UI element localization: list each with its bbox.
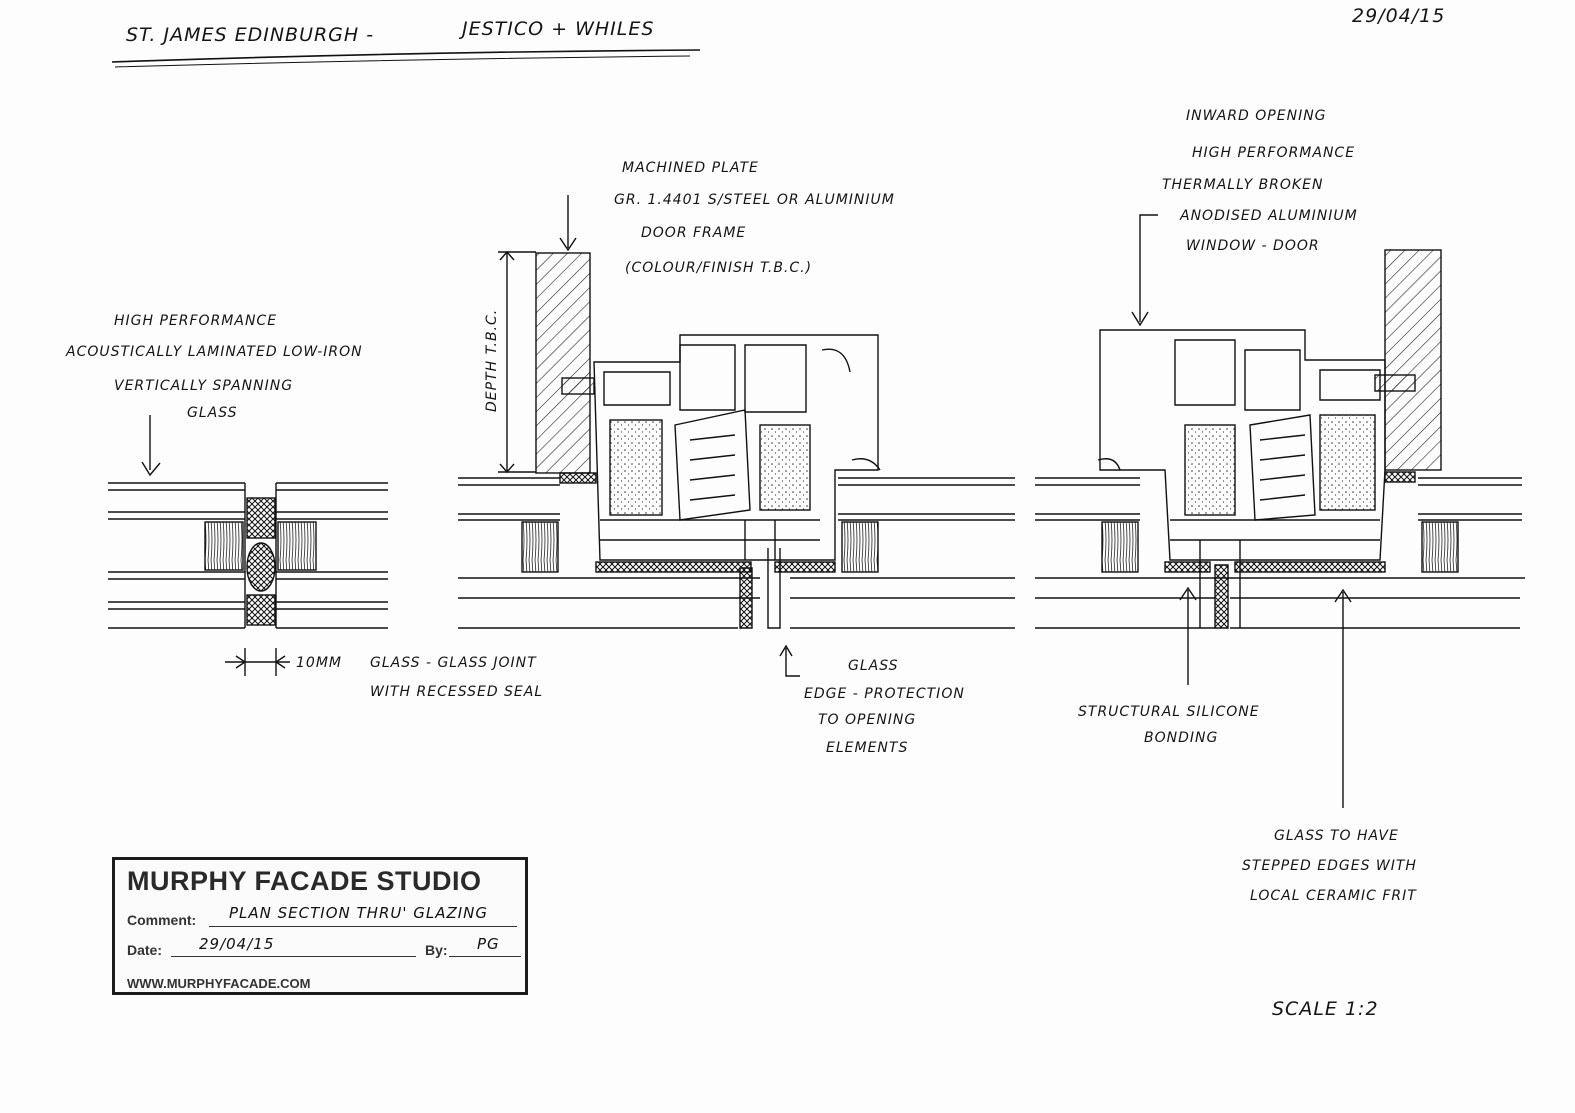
scale-label: SCALE 1:2 [1272,998,1379,1020]
title-underline [111,49,701,63]
edge-note-line: TO OPENING [818,712,917,728]
glass-note-line: ACOUSTICALLY LAMINATED LOW-IRON [66,344,363,360]
date-value: 29/04/15 [199,935,275,953]
plate-note-line: MACHINED PLATE [622,160,759,176]
joint-dimension: 10MM [296,655,342,671]
window-note-line: WINDOW - DOOR [1186,238,1320,254]
joint-note-line: GLASS - GLASS JOINT [370,655,537,671]
plate-note-line: (COLOUR/FINISH T.B.C.) [625,260,813,276]
comment-label: Comment: [127,912,197,928]
plate-note-line: GR. 1.4401 S/STEEL OR ALUMINIUM [614,192,895,208]
edge-note-line: ELEMENTS [826,740,909,756]
depth-label: DEPTH T.B.C. [484,308,500,412]
edge-note-line: EDGE - PROTECTION [804,686,965,702]
detail-door-frame [458,195,1015,677]
company-name: MURPHY FACADE STUDIO [127,866,482,896]
glass-note-line: GLASS [187,405,238,421]
title-stamp: MURPHY FACADE STUDIO Comment: PLAN SECTI… [112,857,528,995]
by-label: By: [425,942,448,958]
by-value: PG [477,935,500,953]
stepped-note-line: GLASS TO HAVE [1274,828,1399,844]
comment-underline [209,926,517,927]
window-note-line: THERMALLY BROKEN [1162,177,1324,193]
sheet-date: 29/04/15 [1352,5,1446,27]
plate-note-line: DOOR FRAME [641,225,747,241]
date-label: Date: [127,942,163,958]
date-underline [171,956,416,957]
comment-value: PLAN SECTION THRU' GLAZING [229,904,489,922]
by-underline [449,956,521,957]
window-note-line: INWARD OPENING [1186,108,1327,124]
edge-note-line: GLASS [848,658,899,674]
joint-note-line: WITH RECESSED SEAL [370,684,544,700]
detail-glass-joint [108,415,388,676]
silicone-note-line: BONDING [1144,730,1219,746]
glass-note-line: VERTICALLY SPANNING [114,378,294,394]
project-title: ST. JAMES EDINBURGH - [126,24,375,46]
stepped-note-line: STEPPED EDGES WITH [1242,858,1417,874]
window-note-line: HIGH PERFORMANCE [1192,145,1356,161]
stepped-note-line: LOCAL CERAMIC FRIT [1250,888,1417,904]
architect-name: JESTICO + WHILES [462,18,655,40]
silicone-note-line: STRUCTURAL SILICONE [1078,704,1260,720]
website: WWW.MURPHYFACADE.COM [127,976,311,991]
window-note-line: ANODISED ALUMINIUM [1180,208,1358,224]
glass-note-line: HIGH PERFORMANCE [114,313,278,329]
detail-window-door [1035,214,1525,808]
